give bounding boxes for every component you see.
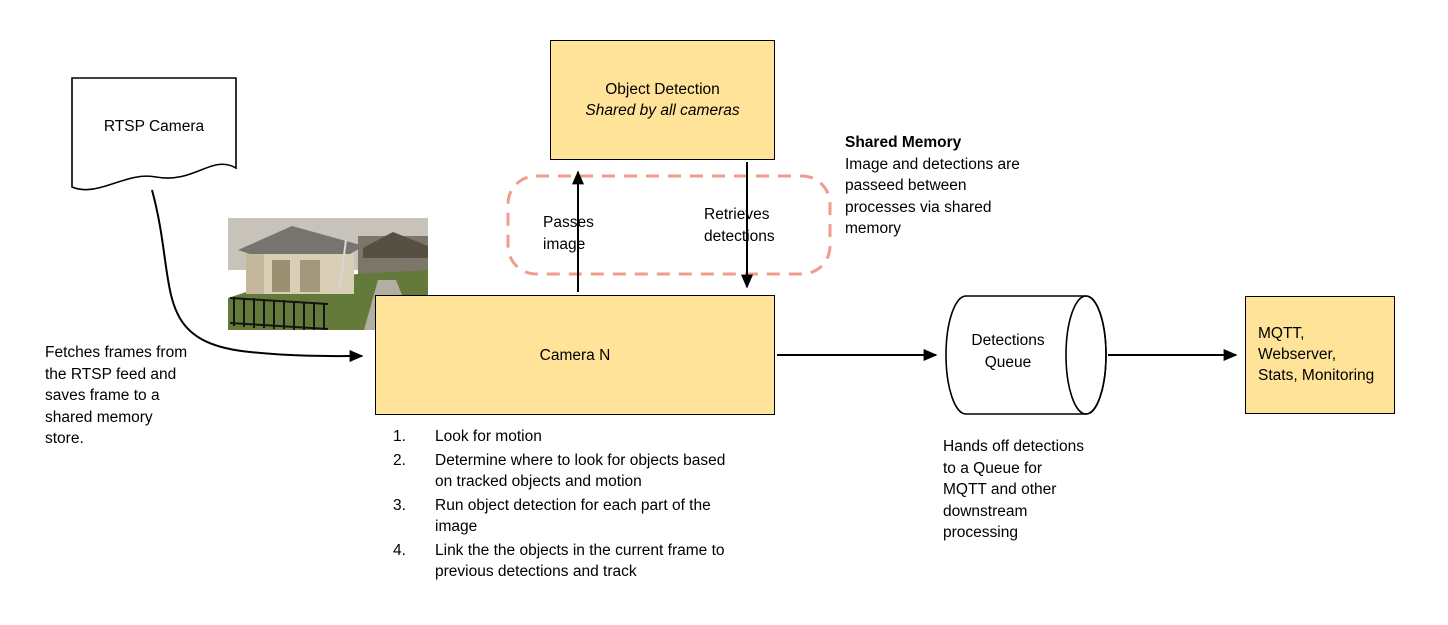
fetch-frames-line: saves frame to a [45, 387, 160, 404]
shared-memory-note-line: Image and detections are [845, 155, 1020, 173]
camera-n-label: Camera N [539, 346, 611, 364]
detections-queue-rim [1065, 295, 1107, 415]
retrieves-detections-line: detections [704, 227, 775, 245]
camera-step: Link the the objects in the current fram… [393, 540, 725, 581]
retrieves-detections-line: Retrieves [704, 206, 770, 223]
shared-memory-region [506, 174, 832, 276]
shared-memory-note-line: processes via shared [845, 198, 992, 216]
rtsp-camera-shape[interactable] [71, 77, 237, 191]
fetch-frames-note: Fetches frames from the RTSP feed and sa… [45, 342, 225, 450]
shared-memory-note: Shared Memory Image and detections are p… [845, 132, 1060, 240]
camera-step: Run object detection for each part of th… [393, 495, 711, 536]
mqtt-line: MQTT, Webserver, [1258, 325, 1337, 363]
fetch-frames-line: store. [45, 430, 84, 447]
detections-queue-line: Queue [984, 353, 1032, 371]
hands-off-note: Hands off detections to a Queue for MQTT… [943, 436, 1118, 544]
passes-image-line: image [543, 235, 586, 253]
object-detection-box[interactable]: Object Detection Shared by all cameras [550, 40, 775, 160]
hands-off-line: Hands off detections [943, 438, 1085, 455]
hands-off-line: processing [943, 524, 1018, 541]
shared-memory-note-line: passeed between [845, 177, 967, 194]
mqtt-webserver-box[interactable]: MQTT, Webserver, Stats, Monitoring [1245, 296, 1395, 414]
camera-step: Determine where to look for objects base… [393, 450, 726, 491]
camera-n-steps: Look for motion Determine where to look … [383, 426, 740, 585]
camera-step: Look for motion [393, 426, 542, 447]
passes-image-label: Passes image [543, 212, 594, 255]
rtsp-camera-label: RTSP Camera [103, 118, 205, 135]
detections-queue-line: Detections [971, 332, 1045, 349]
hands-off-line: to a Queue for [943, 459, 1043, 477]
fetch-frames-line: shared memory [45, 408, 153, 426]
shared-memory-note-line: memory [845, 220, 901, 237]
hands-off-line: MQTT and other [943, 481, 1057, 498]
shared-memory-note-title: Shared Memory [845, 134, 962, 151]
arrow-rtsp-to-camera [151, 189, 364, 363]
passes-image-line: Passes [543, 214, 594, 231]
camera-n-box[interactable]: Camera N [375, 295, 775, 415]
object-detection-title: Object Detection [605, 81, 720, 98]
fetch-frames-line: Fetches frames from [45, 344, 188, 361]
object-detection-subtitle: Shared by all cameras [585, 102, 740, 119]
fetch-frames-line: the RTSP feed and [45, 365, 177, 383]
detections-queue-label: Detections Queue [948, 330, 1068, 373]
retrieves-detections-label: Retrieves detections [704, 204, 775, 247]
mqtt-line: Stats, Monitoring [1258, 367, 1375, 384]
hands-off-line: downstream [943, 502, 1028, 520]
